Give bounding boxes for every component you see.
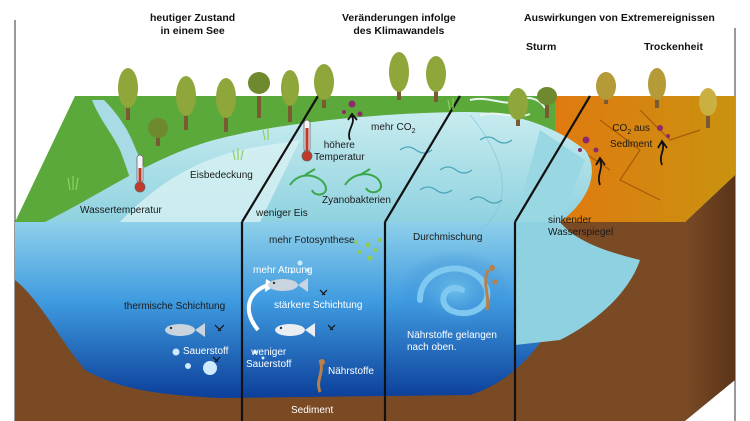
- nutrients-up-line2: nach oben.: [407, 342, 457, 353]
- drought-ground: [555, 96, 735, 222]
- header-change-line2: des Klimawandels: [353, 25, 445, 37]
- header-storm: Sturm: [526, 41, 557, 53]
- label-falling-water-level: sinkender Wasserspiegel: [548, 215, 613, 239]
- less-oxygen-line2: Sauerstoff: [246, 359, 292, 370]
- label-cyanobacteria: Zyanobakterien: [322, 195, 391, 206]
- header-extremes: Auswirkungen von Extremereignissen: [524, 12, 715, 24]
- up-arrows: [347, 112, 668, 186]
- higher-temp-line2: Temperatur: [314, 152, 365, 163]
- trees: [118, 52, 717, 146]
- label-more-photosynthesis: mehr Fotosynthese: [269, 235, 355, 246]
- label-less-ice: weniger Eis: [256, 208, 308, 219]
- oxygen-bubbles: [172, 260, 310, 375]
- label-thermal-stratification: thermische Schichtung: [124, 301, 226, 312]
- header-change-line1: Veränderungen infolge: [342, 12, 456, 24]
- soil-side-face: [685, 175, 735, 421]
- header-current-state: heutiger Zustand in einem See: [150, 12, 235, 38]
- more-co2-text: mehr CO: [371, 122, 412, 133]
- label-nutrients: Nährstoffe: [328, 366, 374, 377]
- label-more-co2: mehr CO2: [371, 122, 415, 138]
- header-current-line2: in einem See: [160, 25, 225, 37]
- co2-from-prefix: CO: [612, 123, 628, 134]
- label-oxygen: Sauerstoff: [183, 346, 229, 357]
- nutrient-upwelling-arrow: [484, 269, 490, 311]
- nutrients-up-line1: Nährstoffe gelangen: [407, 330, 497, 341]
- label-more-respiration: mehr Atmung: [253, 265, 313, 276]
- fish-center-top: [268, 278, 308, 292]
- label-ice-cover: Eisbedeckung: [190, 170, 253, 181]
- label-nutrients-up: Nährstoffe gelangen nach oben.: [407, 330, 497, 354]
- label-water-temperature: Wassertemperatur: [80, 205, 162, 216]
- fish-left: [165, 323, 205, 337]
- cyanobacteria-swirls: [289, 168, 382, 196]
- respiration-arrow: [247, 283, 269, 332]
- falling-water-top: [515, 130, 585, 222]
- label-sediment: Sediment: [291, 405, 334, 416]
- grass-tufts: [67, 98, 454, 191]
- more-co2-subscript: 2: [411, 128, 416, 135]
- falling-water-line2: Wasserspiegel: [548, 227, 614, 238]
- header-drought: Trockenheit: [644, 41, 703, 53]
- falling-water-line1: sinkender: [548, 215, 592, 226]
- co2-from-suffix: aus: [631, 123, 651, 134]
- header-current-line1: heutiger Zustand: [150, 12, 236, 24]
- header-climate-change: Veränderungen infolge des Klimawandels: [342, 12, 456, 38]
- co2-from-line1: CO2 aus: [610, 123, 652, 139]
- thermometer-icon-left: [134, 154, 146, 193]
- co2-particles: [342, 100, 670, 153]
- label-mixing: Durchmischung: [413, 232, 483, 243]
- nutrient-particle: [319, 359, 325, 365]
- co2-from-line2: Sediment: [610, 139, 653, 150]
- label-co2-from-sediment: CO2 aus Sediment: [610, 123, 652, 151]
- label-less-oxygen: weniger Sauerstoff: [246, 347, 291, 371]
- thermometer-icon-center: [301, 119, 313, 162]
- fish-center-bottom: [275, 323, 315, 337]
- higher-temp-line1: höhere: [323, 140, 355, 151]
- falling-water-region: [515, 222, 640, 345]
- label-higher-temperature: höhere Temperatur: [314, 140, 365, 164]
- label-stronger-stratification: stärkere Schichtung: [274, 300, 363, 311]
- mixing-swirl: [417, 265, 491, 317]
- photosynthesis-bubbles: [354, 238, 382, 261]
- less-oxygen-line1: weniger: [251, 347, 287, 358]
- co2-from-subscript: 2: [627, 129, 632, 136]
